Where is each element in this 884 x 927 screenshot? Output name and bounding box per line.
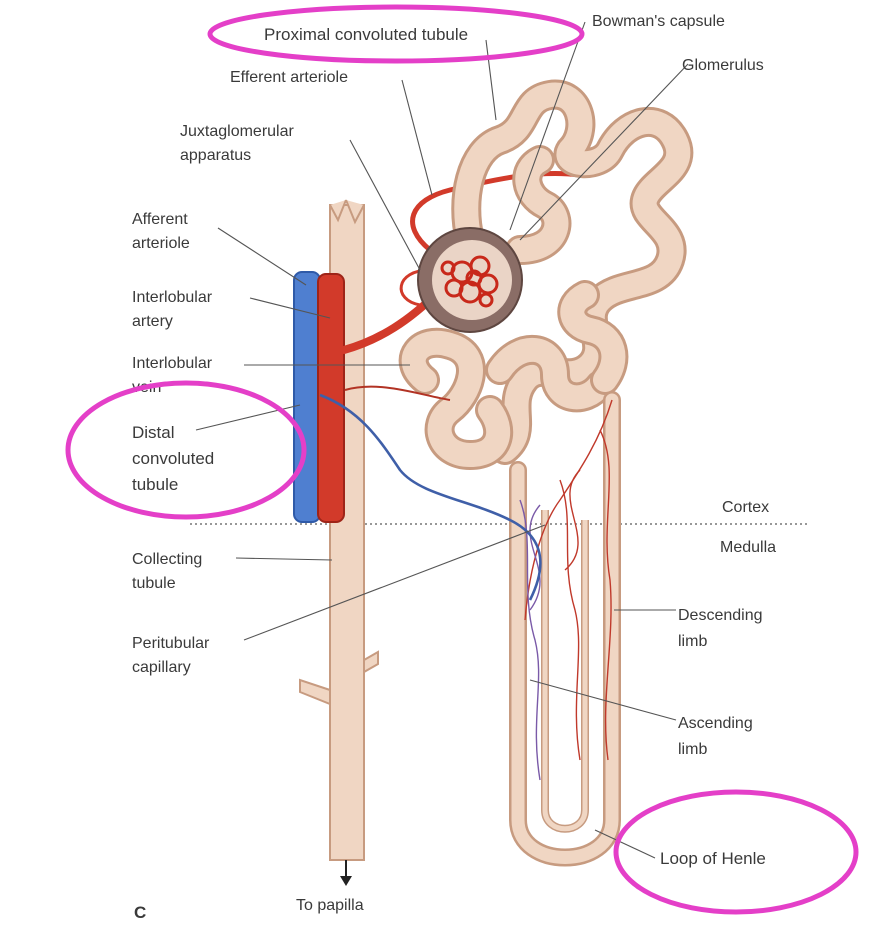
label-descending-limb-1: Descending [678, 607, 763, 624]
label-descending-limb-2: limb [678, 633, 707, 650]
interlobular-artery-shape [317, 273, 345, 523]
label-bowmans-capsule: Bowman's capsule [592, 13, 725, 30]
label-juxtaglomerular-1: Juxtaglomerular [180, 123, 295, 140]
label-proximal-convoluted-tubule: Proximal convoluted tubule [264, 25, 468, 44]
glomerulus-shape [440, 255, 499, 308]
label-collecting-tubule-1: Collecting [132, 551, 202, 568]
label-efferent-arteriole: Efferent arteriole [230, 69, 348, 86]
convoluted-tubules [398, 79, 694, 470]
label-to-papilla: To papilla [296, 897, 364, 914]
leader-lines [195, 21, 689, 859]
arterial-branch [344, 385, 451, 401]
highlight-annotations [65, 4, 859, 915]
label-juxtaglomerular-2: apparatus [180, 147, 251, 164]
label-ascending-limb-1: Ascending [678, 715, 753, 732]
highlight-ring-distal [65, 380, 307, 520]
label-interlobular-vein-1: Interlobular [132, 355, 213, 372]
label-distal-3: tubule [132, 475, 178, 494]
label-loop-of-henle: Loop of Henle [660, 849, 766, 868]
label-medulla: Medulla [720, 539, 776, 556]
peritubular-capillary-network [519, 399, 613, 781]
label-interlobular-artery-1: Interlobular [132, 289, 213, 306]
papilla-arrow [340, 860, 352, 886]
label-glomerulus: Glomerulus [682, 57, 764, 74]
label-distal-2: convoluted [132, 449, 214, 468]
label-peritubular-capillary-2: capillary [132, 659, 191, 676]
highlight-ring-loop [613, 789, 859, 915]
loop-of-henle-shape [509, 391, 621, 867]
label-cortex: Cortex [722, 499, 769, 516]
label-collecting-tubule-2: tubule [132, 575, 176, 592]
label-ascending-limb-2: limb [678, 741, 707, 758]
label-distal-1: Distal [132, 423, 175, 442]
venous-return-vessel [319, 393, 542, 601]
label-afferent-arteriole-2: arteriole [132, 235, 190, 252]
panel-letter: C [134, 903, 146, 922]
label-afferent-arteriole-1: Afferent [132, 211, 188, 228]
highlight-ring-proximal [207, 4, 585, 64]
label-interlobular-artery-2: artery [132, 313, 173, 330]
label-peritubular-capillary-1: Peritubular [132, 635, 210, 652]
